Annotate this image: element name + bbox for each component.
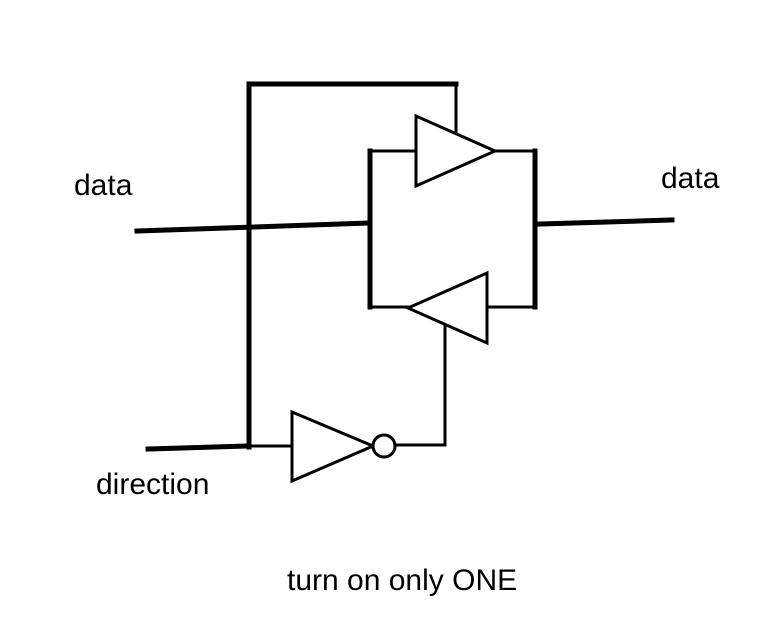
- caption-label: turn on only ONE: [287, 564, 517, 597]
- inverter-bubble: [371, 433, 397, 459]
- upper-tristate-buffer: [414, 113, 499, 189]
- direction-input-wire: [145, 443, 252, 452]
- direction-label: direction: [96, 468, 209, 501]
- data-left-label: data: [74, 169, 133, 202]
- left-data-wire: [134, 220, 373, 234]
- lower-tristate-buffer: [404, 270, 489, 346]
- right-data-wire: [537, 217, 675, 227]
- data-right-label: data: [661, 162, 720, 195]
- inverter-gate: [290, 409, 377, 484]
